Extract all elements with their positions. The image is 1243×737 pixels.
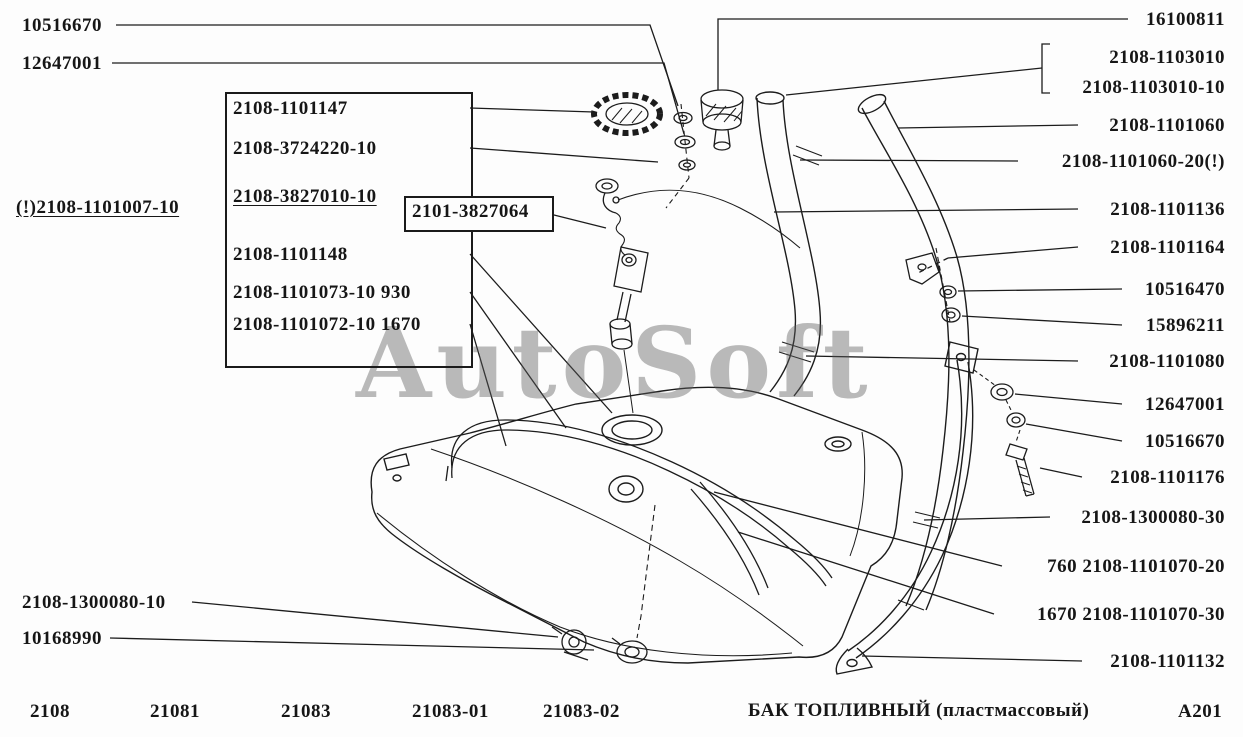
part-number-label: 2108-3724220-10 [233,138,377,159]
page-code: А201 [1178,701,1223,722]
part-number-label: 10168990 [22,628,102,649]
part-number-label: 2108-1103010-10 [1082,77,1225,98]
part-number-label: 2108-1101148 [233,244,348,265]
model-code: 21083-02 [543,701,620,722]
callout-box [404,196,554,232]
part-number-label: 2108-1101073-10 930 [233,282,411,303]
watermark: AutoSoft [356,306,873,420]
part-number-label: 2108-1101060-20(!) [1061,151,1225,172]
page-title: БАК ТОПЛИВНЫЙ (пластмассовый) [748,700,1090,721]
part-number-label: 2108-1300080-10 [22,592,166,613]
part-number-label: 15896211 [1146,315,1225,336]
part-number-label: 2108-1101132 [1110,651,1225,672]
part-number-label: 1670 2108-1101070-30 [1037,604,1225,625]
model-code: 2108 [30,701,70,722]
mounting-strap [835,341,979,675]
part-number-label: 2108-1300080-30 [1081,507,1225,528]
part-number-label: 2108-1101060 [1109,115,1225,136]
part-number-label: 2108-1101136 [1110,199,1225,220]
model-code: 21083 [281,701,331,722]
model-code: 21083-01 [412,701,489,722]
part-number-label: 2108-1101164 [1110,237,1225,258]
part-number-label: 10516670 [22,15,102,36]
part-number-label: 16100811 [1146,9,1225,30]
part-number-label: 12647001 [22,53,102,74]
pipe-bracket-hardware [905,247,961,323]
part-number-label: 2108-1101176 [1110,467,1225,488]
hose-clamps [551,626,648,664]
fuel-sender-unit [595,178,801,414]
assembly-number-link[interactable]: (!)2108-1101007-10 [16,197,180,218]
part-number-label: 12647001 [1145,394,1225,415]
part-number-label: 2108-1101072-10 1670 [233,314,421,335]
part-number-label: 2101-3827064 [412,201,529,222]
part-number-label: 760 2108-1101070-20 [1047,556,1225,577]
fuel-hoses [445,419,833,639]
leader-lines [109,18,1128,662]
strap-bolt-hardware [973,369,1035,497]
filler-cap [591,89,744,209]
filler-pipe [755,91,970,611]
part-number-link[interactable]: 2108-3827010-10 [233,186,377,207]
part-number-label: 10516470 [1145,279,1225,300]
model-code: 21081 [150,701,200,722]
part-number-label: 2108-1101147 [233,98,348,119]
part-number-label: 2108-1101080 [1109,351,1225,372]
part-number-label: 2108-1103010 [1109,47,1225,68]
part-number-label: 10516670 [1145,431,1225,452]
tank-body [370,386,903,664]
